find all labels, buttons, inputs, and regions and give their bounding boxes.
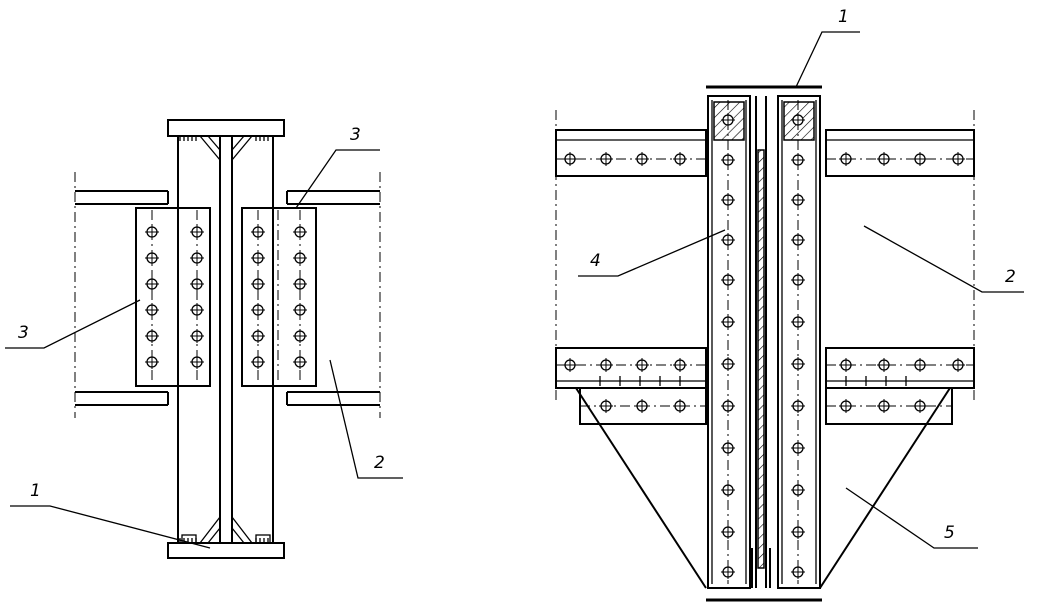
bolt-symbol [145, 303, 159, 317]
bolt-symbol [721, 525, 735, 539]
bolt-symbol [951, 152, 965, 166]
leader-lines-right [578, 31, 1024, 549]
bolt-symbol [877, 152, 891, 166]
label-5-rhs: 5 [944, 523, 955, 543]
bolt-symbol [635, 152, 649, 166]
bolt-symbol [190, 303, 204, 317]
bolt-symbol [791, 525, 805, 539]
bolt-symbol [293, 303, 307, 317]
label-2-rhs: 2 [1005, 267, 1016, 287]
bolt-symbol [791, 483, 805, 497]
bolt-symbol [673, 152, 687, 166]
bolt-symbol [293, 355, 307, 369]
bolt-symbol [791, 193, 805, 207]
bolt-symbol [877, 399, 891, 413]
bolt-symbol [791, 273, 805, 287]
bolt-symbol [791, 399, 805, 413]
bolt-symbol [599, 399, 613, 413]
bolt-symbol [721, 113, 735, 127]
bolt-symbol [721, 233, 735, 247]
bolt-symbol [791, 113, 805, 127]
bolt-symbol [635, 358, 649, 372]
bolt-symbol [293, 251, 307, 265]
bolt-symbol [251, 303, 265, 317]
label-1-top-rhs: 1 [838, 7, 849, 27]
bolt-symbol [877, 358, 891, 372]
bolt-symbol [190, 225, 204, 239]
bolt-symbol [293, 329, 307, 343]
bolt-symbol [145, 329, 159, 343]
bolt-symbol [145, 251, 159, 265]
bolt-symbol [190, 355, 204, 369]
bolt-symbol [563, 152, 577, 166]
bolt-symbol [721, 315, 735, 329]
bolt-symbol [791, 357, 805, 371]
bolt-symbol [190, 251, 204, 265]
splice-plate-left [135, 207, 211, 387]
bolt-symbol [721, 193, 735, 207]
column [167, 119, 285, 559]
bolt-symbol [913, 358, 927, 372]
label-4-rhs: 4 [590, 251, 601, 271]
bolt-symbol [673, 358, 687, 372]
bolt-symbol [791, 153, 805, 167]
bolt-symbol [251, 225, 265, 239]
right-beam [286, 172, 381, 418]
bolt-symbol [721, 441, 735, 455]
bolt-symbol [791, 233, 805, 247]
label-3-left: 3 [18, 323, 29, 343]
bolt-symbol [190, 329, 204, 343]
bolt-symbol [721, 483, 735, 497]
bolt-symbol [145, 355, 159, 369]
bolt-symbol [839, 358, 853, 372]
label-2-right: 2 [374, 453, 385, 473]
bolt-symbol [251, 251, 265, 265]
bolt-symbol [599, 358, 613, 372]
bolt-symbol [721, 565, 735, 579]
bolt-symbol [913, 152, 927, 166]
leader-lines-left [5, 149, 403, 549]
bolt-symbol [635, 399, 649, 413]
bolt-symbol [673, 399, 687, 413]
bolt-symbol [839, 399, 853, 413]
bolt-symbol [293, 277, 307, 291]
beam-bolt-rows [563, 152, 965, 413]
bolt-symbol [721, 357, 735, 371]
right-view-column-base: 1 4 2 5 [555, 7, 1024, 602]
bolt-symbol [251, 277, 265, 291]
bolt-symbol [190, 277, 204, 291]
bolt-symbol [721, 399, 735, 413]
label-1-bottom: 1 [30, 481, 41, 501]
bolt-symbol [913, 399, 927, 413]
bolt-symbol [839, 152, 853, 166]
splice-plate-right [241, 207, 317, 387]
bolt-symbol [791, 565, 805, 579]
bolt-symbol [721, 153, 735, 167]
bolt-symbol [293, 225, 307, 239]
beam-left-side [555, 110, 707, 400]
bolt-symbol [251, 329, 265, 343]
bolt-symbol [721, 273, 735, 287]
left-beam [74, 172, 169, 418]
column-rhs [706, 85, 822, 602]
bolt-symbol [599, 152, 613, 166]
bolt-symbol [145, 277, 159, 291]
bolt-symbol [951, 358, 965, 372]
bolt-symbol [791, 315, 805, 329]
beam-right-side [825, 110, 975, 400]
left-view-column-splice: 3 3 2 1 [5, 119, 403, 559]
bolt-symbol [145, 225, 159, 239]
bolt-symbol [791, 441, 805, 455]
bolt-symbol [563, 358, 577, 372]
bolt-symbol [251, 355, 265, 369]
label-3-top: 3 [350, 125, 361, 145]
